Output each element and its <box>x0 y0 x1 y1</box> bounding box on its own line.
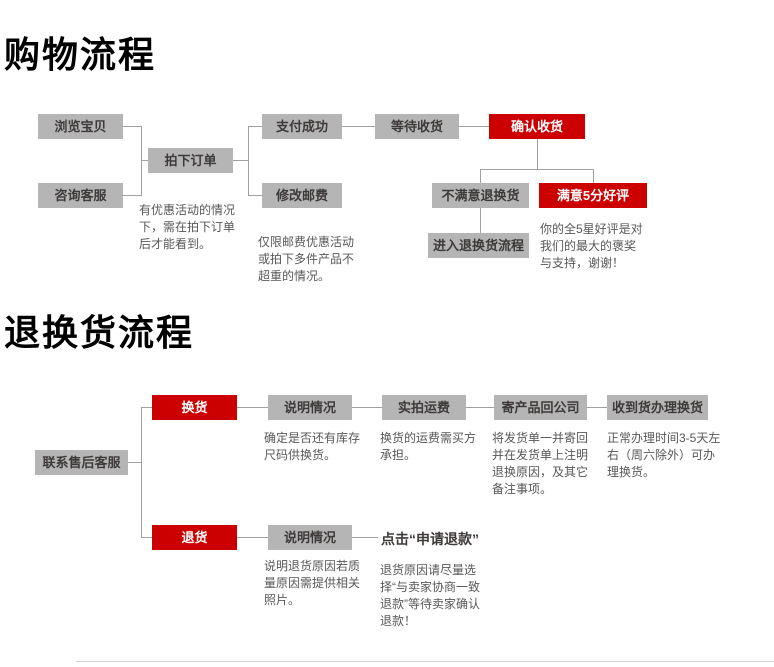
connector-line <box>480 169 594 170</box>
node-explain-refund: 说明情况 <box>268 525 352 550</box>
connector-line <box>342 126 375 127</box>
connector-line <box>480 208 481 233</box>
connector-line <box>248 195 262 196</box>
connector-line <box>128 462 141 463</box>
node-enter-return-flow: 进入退换货流程 <box>428 233 529 258</box>
note-shipping-fee: 换货的运费需买方承担。 <box>380 431 477 462</box>
connector-line <box>480 169 481 183</box>
connector-line <box>141 537 152 538</box>
node-send-back: 寄产品回公司 <box>494 395 587 420</box>
node-wait-delivery: 等待收货 <box>375 114 459 139</box>
node-unsatisfied-return: 不满意退换货 <box>432 183 529 208</box>
connector-line <box>237 407 268 408</box>
connector-line <box>141 407 152 408</box>
connector-line <box>352 407 382 408</box>
label-click-apply-refund: 点击“申请退款” <box>381 531 479 547</box>
returns-flow-title: 退换货流程 <box>4 312 195 353</box>
connector-line <box>587 407 607 408</box>
note-praise: 你的全5星好评是对我们的最大的褒奖与支持，谢谢！ <box>540 222 643 270</box>
connector-line <box>248 126 249 196</box>
node-five-star-review: 满意5分好评 <box>539 183 647 208</box>
connector-line <box>141 160 148 161</box>
node-shipping-fee: 实拍运费 <box>382 395 466 420</box>
node-explain-exchange: 说明情况 <box>268 395 352 420</box>
node-place-order: 拍下订单 <box>148 148 233 173</box>
node-consult-service: 咨询客服 <box>38 183 123 208</box>
connector-line <box>352 537 378 538</box>
node-contact-aftersales: 联系售后客服 <box>35 450 128 475</box>
note-receive-handle: 正常办理时间3-5天左右（周六除外）可办理换货。 <box>607 431 721 479</box>
node-modify-postage: 修改邮费 <box>262 183 342 208</box>
note-explain-refund: 说明退货原因若质量原因需提供相关照片。 <box>264 559 361 607</box>
connector-line <box>141 126 142 196</box>
note-place-order: 有优惠活动的情况下，需在拍下订单后才能看到。 <box>139 203 236 251</box>
node-refund: 退货 <box>152 525 237 550</box>
node-receive-and-exchange: 收到货办理换货 <box>607 395 708 420</box>
note-send-back: 将发货单一并寄回并在发货单上注明退换原因，及其它备注事项。 <box>492 431 589 496</box>
connector-line <box>233 160 248 161</box>
node-payment-success: 支付成功 <box>262 114 342 139</box>
node-exchange: 换货 <box>152 395 237 420</box>
connector-line <box>593 169 594 183</box>
connector-line <box>123 126 141 127</box>
note-postage: 仅限邮费优惠活动或拍下多件产品不超重的情况。 <box>258 235 355 283</box>
bottom-divider <box>76 661 774 662</box>
shopping-flow-title: 购物流程 <box>4 34 157 75</box>
connector-line <box>466 407 494 408</box>
node-confirm-receipt: 确认收货 <box>489 114 585 139</box>
connector-line <box>237 537 268 538</box>
note-explain-exchange: 确定是否还有库存尺码供换货。 <box>264 431 361 462</box>
connector-line <box>248 126 262 127</box>
connector-line <box>141 407 142 538</box>
note-click-refund: 退货原因请尽量选择“与卖家协商一致退款”等待卖家确认退款！ <box>380 563 480 628</box>
connector-line <box>123 195 141 196</box>
connector-line <box>459 126 489 127</box>
connector-line <box>537 139 538 169</box>
node-browse-item: 浏览宝贝 <box>38 114 123 139</box>
